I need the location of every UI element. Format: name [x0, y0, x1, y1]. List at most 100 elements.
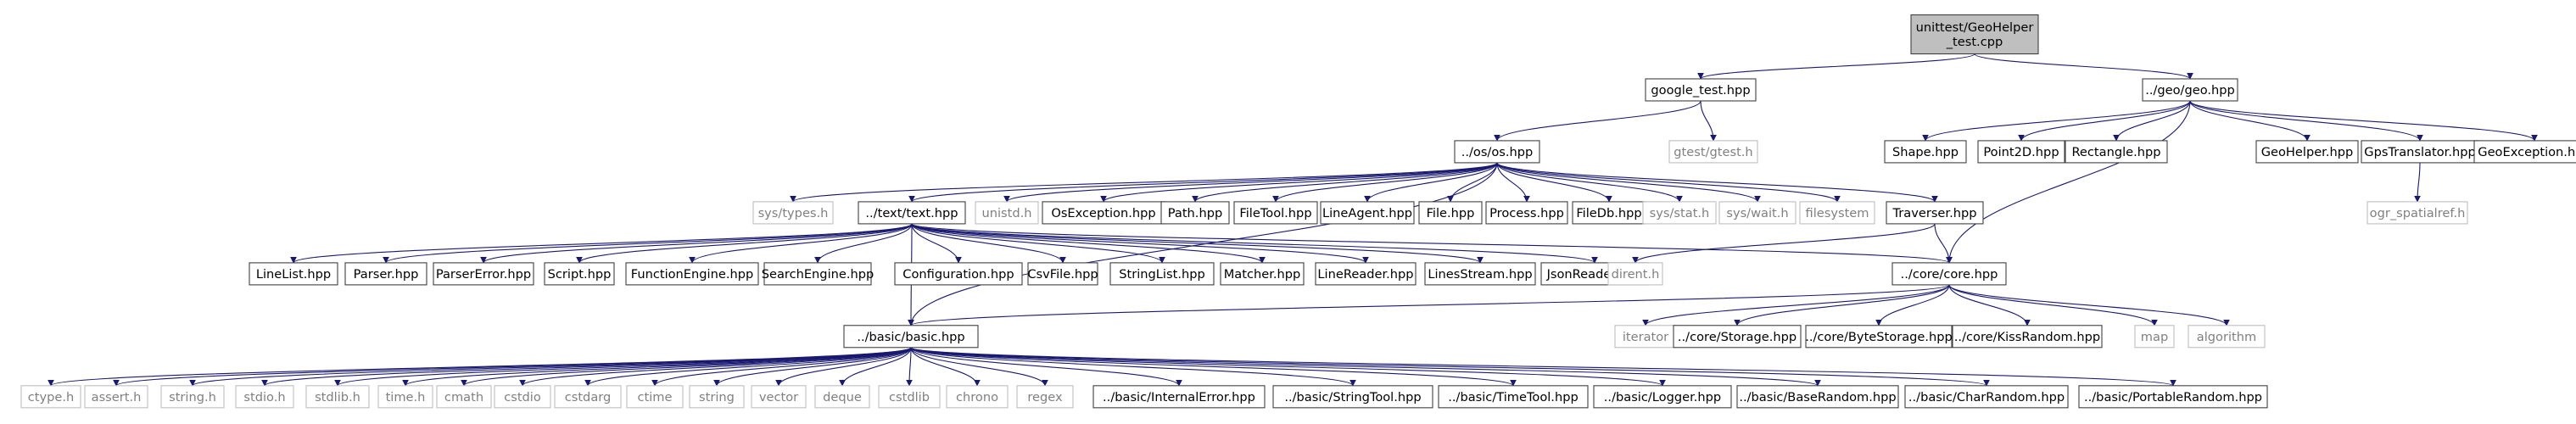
node-label: Path.hpp: [1168, 206, 1222, 220]
node-shape[interactable]: Shape.hpp: [1884, 140, 1967, 164]
node-label: LineReader.hpp: [1317, 267, 1413, 282]
node-linesstream[interactable]: LinesStream.hpp: [1424, 262, 1536, 286]
node-charrandom[interactable]: ../basic/CharRandom.hpp: [1904, 385, 2069, 409]
node-regex: regex: [1016, 385, 1074, 409]
edge-os-to-traverser: [1496, 162, 1938, 203]
node-box: [814, 385, 870, 409]
node-linelist[interactable]: LineList.hpp: [249, 262, 338, 286]
node-geoexception[interactable]: GeoException.hpp: [2473, 140, 2576, 164]
node-bytestorage[interactable]: ../core/ByteStorage.hpp: [1805, 325, 1953, 349]
node-box: [2361, 140, 2479, 164]
node-portablerandom[interactable]: ../basic/PortableRandom.hpp: [2078, 385, 2268, 409]
node-box: [1805, 325, 1953, 349]
node-box: [1320, 201, 1415, 225]
node-root[interactable]: unittest/GeoHelper_test.cpp: [1910, 14, 2039, 55]
node-box: [1884, 140, 1967, 164]
node-box: [377, 385, 433, 409]
node-box: [84, 385, 148, 409]
node-functionengine[interactable]: FunctionEngine.hpp: [625, 262, 759, 286]
node-box: [20, 385, 81, 409]
edge-text-to-script: [576, 223, 913, 264]
node-label: unittest/GeoHelper: [1916, 20, 2034, 35]
node-layer: unittest/GeoHelper_test.cpp google_test.h…: [20, 14, 2576, 409]
node-label: ParserError.hpp: [436, 267, 531, 282]
edge-basic-to-cstdarg: [584, 347, 912, 387]
node-stringtool[interactable]: ../basic/StringTool.hpp: [1272, 385, 1433, 409]
node-configuration[interactable]: Configuration.hpp: [894, 262, 1023, 286]
node-rectangle[interactable]: Rectangle.hpp: [2065, 140, 2168, 164]
node-label: assert.h: [92, 390, 142, 404]
edge-basic-to-baserandom: [910, 347, 1821, 387]
edge-geo-to-core: [1946, 100, 2191, 264]
node-label: ../core/core.hpp: [1901, 267, 1998, 282]
node-box: [894, 262, 1023, 286]
node-parser[interactable]: Parser.hpp: [344, 262, 427, 286]
node-geohelper[interactable]: GeoHelper.hpp: [2255, 140, 2359, 164]
node-box: [975, 201, 1039, 225]
edge-os-to-syswait: [1496, 162, 1761, 203]
node-label: ../os/os.hpp: [1461, 145, 1534, 159]
node-os[interactable]: ../os/os.hpp: [1454, 140, 1540, 164]
node-parsererror[interactable]: ParserError.hpp: [433, 262, 534, 286]
node-label: LinesStream.hpp: [1428, 267, 1532, 282]
node-box: [752, 201, 834, 225]
node-core[interactable]: ../core/core.hpp: [1891, 262, 2007, 286]
node-linereader[interactable]: LineReader.hpp: [1315, 262, 1417, 286]
node-text[interactable]: ../text/text.hpp: [858, 201, 966, 225]
node-box: [625, 262, 759, 286]
node-geo[interactable]: ../geo/geo.hpp: [2142, 78, 2238, 102]
node-basic[interactable]: ../basic/basic.hpp: [843, 325, 979, 349]
edge-text-to-matcher: [911, 223, 1266, 264]
node-lineagent[interactable]: LineAgent.hpp: [1320, 201, 1415, 225]
node-label: SearchEngine.hpp: [762, 267, 874, 282]
node-timetool[interactable]: ../basic/TimeTool.hpp: [1438, 385, 1589, 409]
node-label: cstdarg: [565, 390, 612, 404]
edge-basic-to-cstdlib: [906, 347, 913, 387]
node-box: [249, 262, 338, 286]
node-storage[interactable]: ../core/Storage.hpp: [1673, 325, 1802, 349]
edge-basic-to-cmath: [461, 347, 912, 387]
node-gpstranslator[interactable]: GpsTranslator.hpp: [2361, 140, 2479, 164]
node-file[interactable]: File.hpp: [1418, 201, 1483, 225]
node-cstdarg: cstdarg: [554, 385, 622, 409]
node-osexception[interactable]: OsException.hpp: [1042, 201, 1165, 225]
node-label: dirent.h: [1612, 267, 1660, 282]
node-csvfile[interactable]: CsvFile.hpp: [1027, 262, 1098, 286]
edge-core-to-kissrandom: [1948, 284, 2031, 326]
edge-basic-to-string_h: [189, 347, 912, 387]
node-sysstat: sys/stat.h: [1642, 201, 1717, 225]
node-baserandom[interactable]: ../basic/BaseRandom.hpp: [1736, 385, 1899, 409]
node-label: Parser.hpp: [354, 267, 419, 282]
node-label: Matcher.hpp: [1224, 267, 1301, 282]
node-box: [1027, 262, 1098, 286]
node-traverser[interactable]: Traverser.hpp: [1886, 201, 1984, 225]
edge-os-to-filetool: [1272, 162, 1498, 203]
edge-text-to-linelist: [290, 223, 913, 264]
node-path[interactable]: Path.hpp: [1160, 201, 1230, 225]
node-filetool[interactable]: FileTool.hpp: [1233, 201, 1318, 225]
node-label: ../basic/CharRandom.hpp: [1908, 390, 2065, 404]
edge-text-to-csvfile: [911, 223, 1066, 264]
node-google_test[interactable]: google_test.hpp: [1645, 78, 1757, 102]
node-string: string: [689, 385, 745, 409]
node-script[interactable]: Script.hpp: [544, 262, 615, 286]
node-logger[interactable]: ../basic/Logger.hpp: [1593, 385, 1732, 409]
node-box: [1736, 385, 1899, 409]
node-label: GeoHelper.hpp: [2261, 145, 2354, 159]
node-box: [1642, 201, 1717, 225]
node-label: GeoException.hpp: [2478, 145, 2576, 159]
node-stringlist[interactable]: StringList.hpp: [1109, 262, 1215, 286]
node-label: ../basic/InternalError.hpp: [1103, 390, 1255, 404]
node-box: [1424, 262, 1536, 286]
node-internalerror[interactable]: ../basic/InternalError.hpp: [1092, 385, 1266, 409]
node-filedb[interactable]: FileDb.hpp: [1572, 201, 1646, 225]
edge-core-to-algorithm: [1948, 284, 2230, 326]
node-matcher[interactable]: Matcher.hpp: [1220, 262, 1305, 286]
edge-geo-to-geohelper: [2189, 100, 2311, 142]
node-process[interactable]: Process.hpp: [1485, 201, 1568, 225]
node-kissrandom[interactable]: ../core/KissRandom.hpp: [1952, 325, 2103, 349]
edge-traverser-to-dirent: [1632, 223, 1936, 264]
node-point2d[interactable]: Point2D.hpp: [1977, 140, 2065, 164]
node-searchengine[interactable]: SearchEngine.hpp: [762, 262, 874, 286]
node-time: time.h: [377, 385, 433, 409]
